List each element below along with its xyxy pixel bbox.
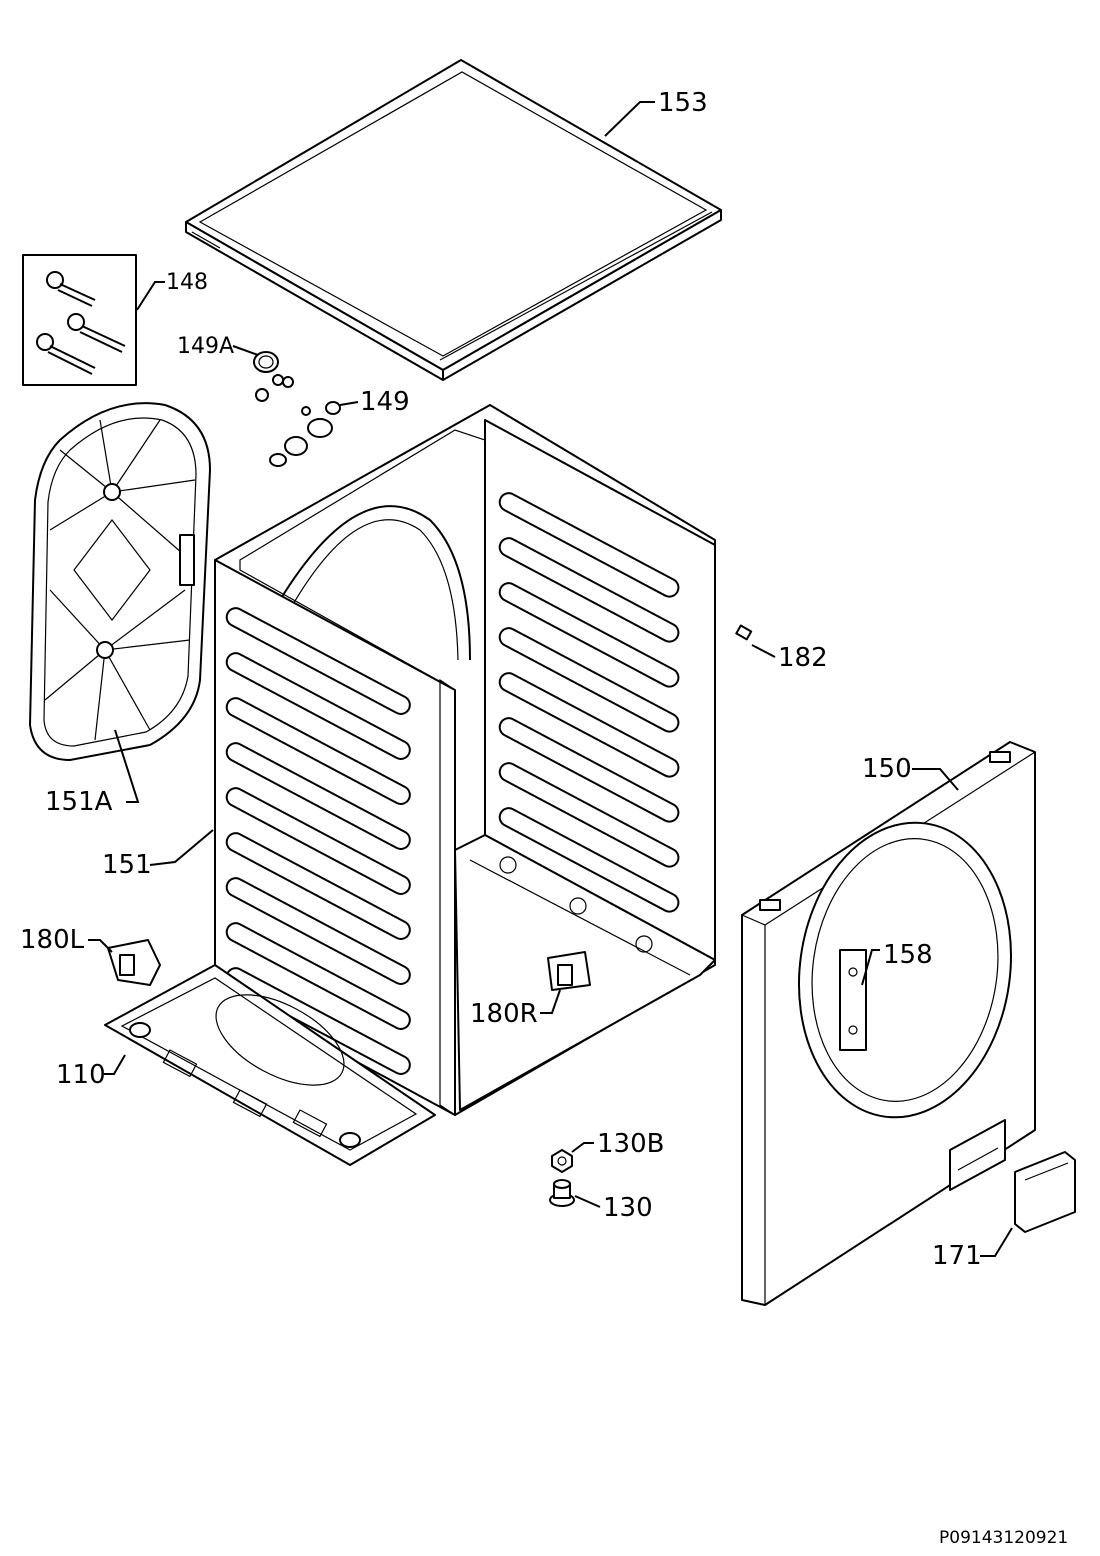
label-151A: 151A <box>45 787 113 817</box>
part-110-base-plate <box>104 964 436 1166</box>
callout-148: 148 <box>136 270 208 311</box>
part-130-foot <box>549 1179 575 1207</box>
cover-star-pattern-top <box>49 419 196 561</box>
callout-180R: 180R <box>470 989 561 1029</box>
label-130: 130 <box>603 1193 653 1223</box>
cover-star-pattern-bottom <box>44 589 191 741</box>
transit-bolt-2 <box>67 313 126 353</box>
callout-110: 110 <box>56 1054 126 1090</box>
callout-182: 182 <box>751 643 828 673</box>
callout-151A: 151A <box>45 729 140 817</box>
part-153-top-lid <box>185 59 722 381</box>
callout-153: 153 <box>604 88 708 137</box>
part-158-hinge-plate <box>839 949 867 1051</box>
part-151-side-panel <box>214 559 456 1117</box>
label-180R: 180R <box>470 999 538 1029</box>
part-180L-bracket <box>107 939 161 986</box>
part-130B-nut <box>551 1149 573 1173</box>
part-150-front-panel <box>741 741 1036 1306</box>
label-153: 153 <box>658 88 708 118</box>
label-149A: 149A <box>177 334 234 359</box>
callout-130B: 130B <box>571 1129 664 1159</box>
transit-bolt-1 <box>46 271 96 307</box>
part-180R-bracket <box>547 951 591 991</box>
part-182-clip <box>735 624 753 641</box>
part-151A-rear-cover <box>29 402 211 761</box>
detergent-flap-recess <box>949 1119 1006 1191</box>
label-150: 150 <box>862 754 912 784</box>
label-148: 148 <box>166 270 208 295</box>
part-171-flap <box>1014 1151 1076 1233</box>
label-110: 110 <box>56 1060 106 1090</box>
label-149: 149 <box>360 387 410 417</box>
callout-180L: 180L <box>20 925 113 955</box>
label-158: 158 <box>883 940 933 970</box>
label-130B: 130B <box>597 1129 664 1159</box>
label-182: 182 <box>778 643 828 673</box>
callout-149A: 149A <box>177 334 259 359</box>
left-panel-ribs <box>225 607 411 1075</box>
part-148-transit-bolts <box>22 254 137 386</box>
part-149-fixings <box>269 401 341 467</box>
callout-151: 151 <box>102 829 214 880</box>
drawing-code: P09143120921 <box>939 1528 1068 1548</box>
callout-149: 149 <box>339 387 410 417</box>
callout-150: 150 <box>862 754 959 791</box>
part-149A-plug <box>253 351 294 402</box>
transit-bolt-3 <box>36 333 96 375</box>
callout-130: 130 <box>574 1193 653 1223</box>
label-180L: 180L <box>20 925 85 955</box>
callout-158: 158 <box>861 940 933 986</box>
label-151: 151 <box>102 850 152 880</box>
label-171: 171 <box>932 1241 982 1271</box>
right-panel-ribs <box>498 492 680 913</box>
callout-171: 171 <box>932 1227 1013 1271</box>
